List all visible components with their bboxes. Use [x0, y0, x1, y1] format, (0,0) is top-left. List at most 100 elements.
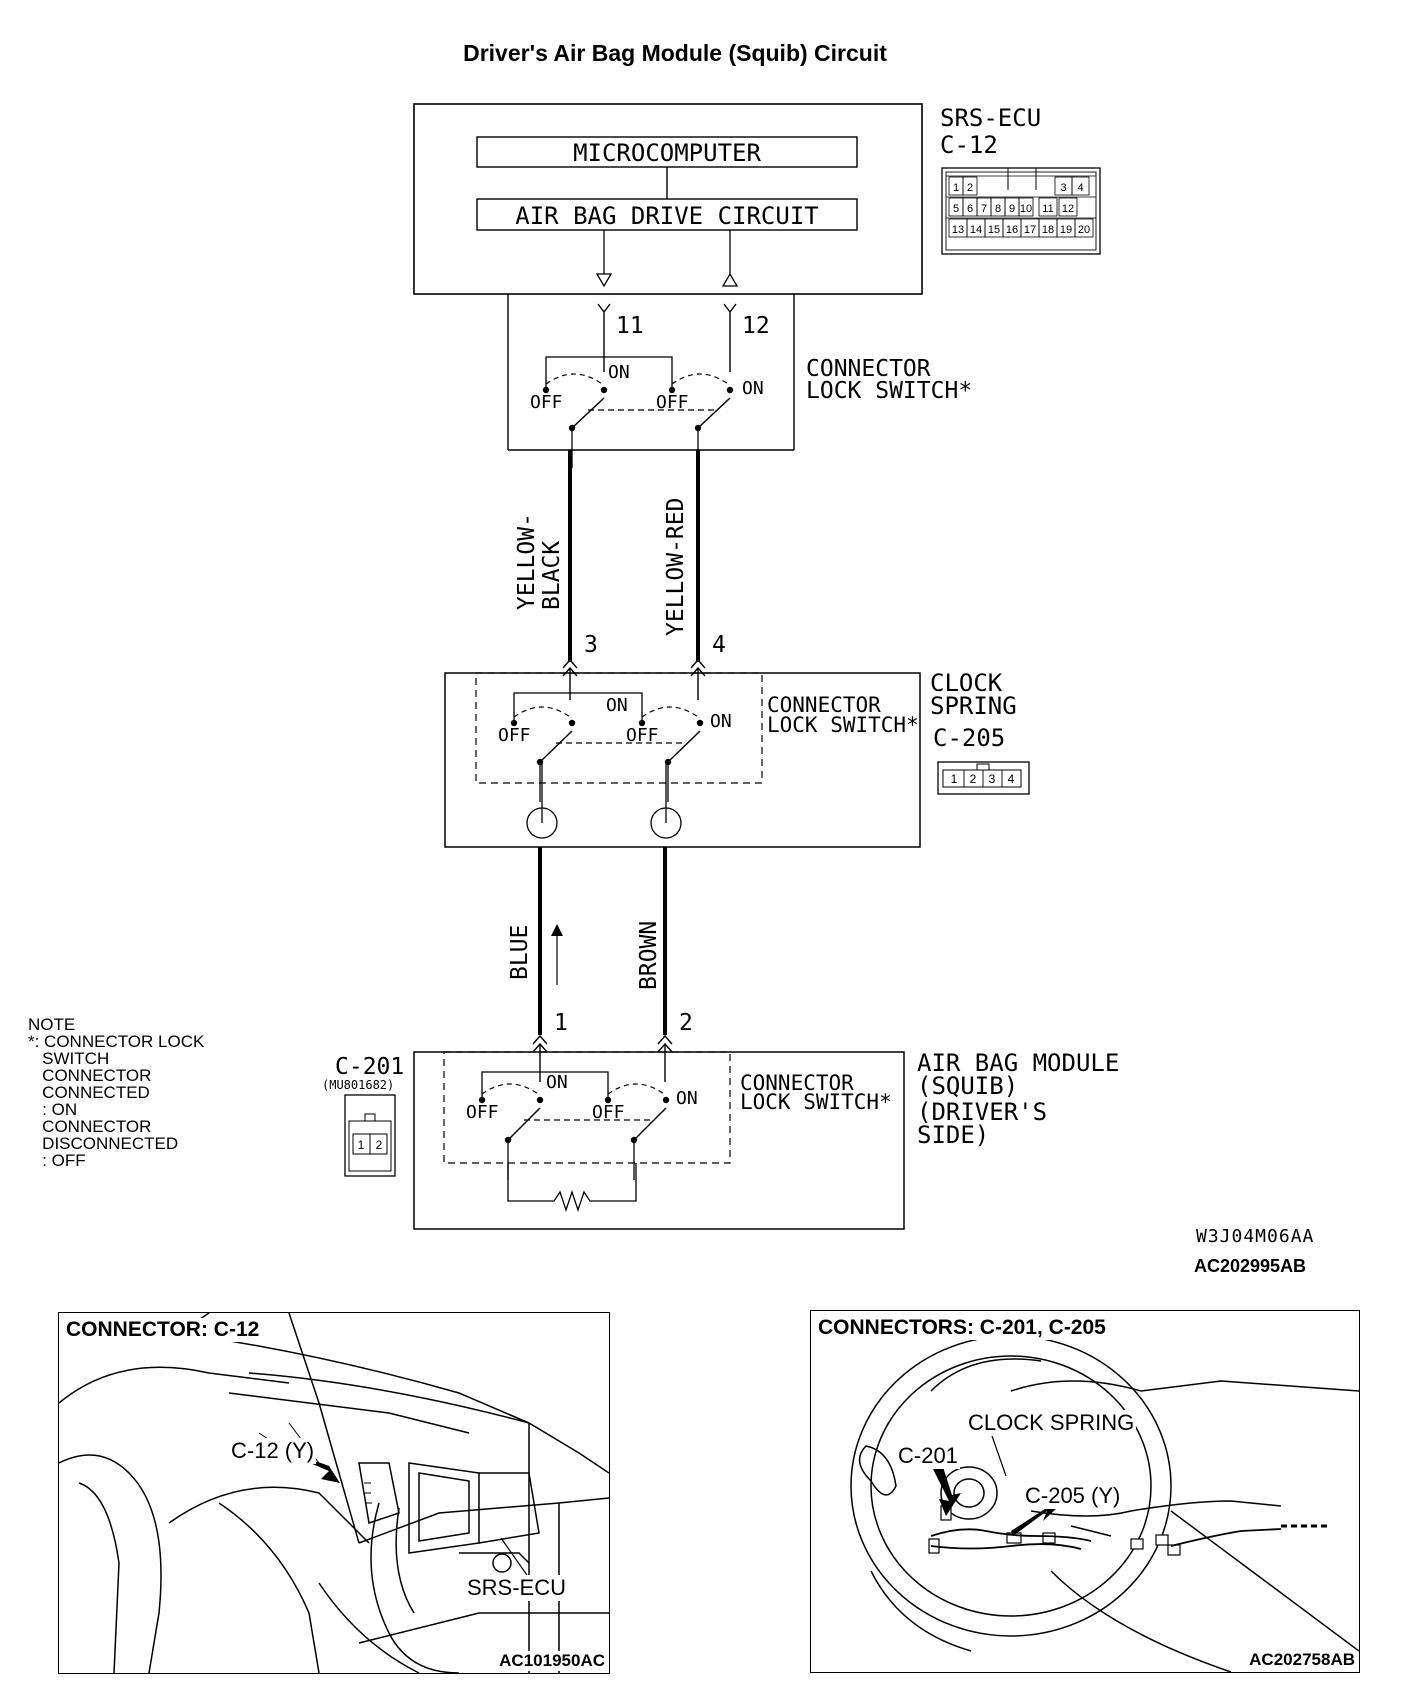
switch-off-label: OFF [530, 392, 563, 413]
clock-spring-label-1: CLOCK [930, 669, 1003, 697]
c12-pin-5: 5 [953, 203, 959, 215]
page-title: Driver's Air Bag Module (Squib) Circuit [463, 40, 887, 66]
c205-pointer-arrow [1011, 1501, 1057, 1536]
c201-pin-2: 2 [376, 1138, 383, 1152]
c12-pin-14: 14 [970, 224, 982, 236]
switch-off-label: OFF [466, 1102, 499, 1123]
dashboard-illustration [59, 1313, 609, 1673]
note-block: NOTE *: CONNECTOR LOCK SWITCH CONNECTOR … [28, 1016, 204, 1169]
air-bag-module-label-3: (DRIVER'S [917, 1098, 1047, 1126]
connectors-c201-c205-panel: CONNECTORS: C-201, C-205 CLOCK SPRING C-… [810, 1310, 1360, 1673]
squib-resistor [507, 1163, 637, 1213]
wire-blue-label: BLUE [507, 925, 533, 980]
note-line: DISCONNECTED [28, 1134, 179, 1153]
drive-circuit-label: AIR BAG DRIVE CIRCUIT [515, 202, 818, 230]
switch-on-label: ON [606, 695, 628, 716]
wire-yellow-black-label-2: BLACK [539, 541, 565, 610]
figure-code: AC202995AB [1194, 1256, 1307, 1276]
air-bag-lock-switch-outline [443, 1051, 731, 1164]
terminal-number: 4 [712, 632, 726, 658]
c201-callout: C-201 [896, 1443, 960, 1469]
mid-lock-switch-label-1: CONNECTOR [767, 693, 881, 717]
c12-pin-16: 16 [1006, 224, 1018, 236]
c201-connector-pinout: 1 2 [344, 1094, 396, 1177]
c12-callout: C-12 (Y) [229, 1438, 317, 1464]
terminal-number: 2 [679, 1010, 693, 1036]
note-line: CONNECTED [28, 1083, 150, 1102]
c12-pin-1: 1 [953, 182, 959, 194]
clock-spring-lock-switch-outline [475, 672, 763, 784]
panel-left-code: AC101950AC [497, 1651, 607, 1671]
wire-yellow-red-label: YELLOW-RED [663, 498, 689, 636]
air-bag-lock-switch: OFF ON OFF ON [466, 1071, 698, 1180]
note-line: CONNECTOR [28, 1066, 152, 1085]
c201-part-number: (MU801682) [322, 1078, 394, 1092]
circuit-schematic: MICROCOMPUTER AIR BAG DRIVE CIRCUIT SRS-… [322, 103, 1119, 1230]
c12-pin-15: 15 [988, 224, 1000, 236]
c12-pin-13: 13 [952, 224, 964, 236]
c205-callout: C-205 (Y) [1023, 1483, 1123, 1509]
drive-circuit-box [476, 198, 858, 231]
low-lock-switch-label-2: LOCK SWITCH* [740, 1090, 892, 1114]
c12-pin-20: 20 [1078, 224, 1090, 236]
output-triangle-down [595, 273, 613, 288]
c12-pin-18: 18 [1042, 224, 1054, 236]
srs-ecu-connector-label: C-12 [940, 131, 998, 159]
c205-pin-4: 4 [1008, 772, 1015, 786]
air-bag-module-label-2: (SQUIB) [917, 1072, 1018, 1100]
note-line: SWITCH [28, 1049, 110, 1068]
wire-yellow-black-label-1: YELLOW- [514, 513, 540, 610]
c12-pin-8: 8 [995, 203, 1001, 215]
clock-spring-connector-label: C-205 [933, 724, 1005, 752]
terminal-number: 1 [554, 1010, 568, 1036]
c201-connector-label: C-201 [335, 1054, 404, 1080]
connector-c12-panel: CONNECTOR: C-12 C-12 (Y) SRS-ECU AC10195… [58, 1312, 610, 1674]
upper-lock-switch-label-1: CONNECTOR [806, 356, 931, 382]
c201-pointer-arrow [933, 1467, 961, 1516]
switch-on-label: ON [742, 378, 764, 399]
c12-pin-9: 9 [1009, 203, 1015, 215]
c201-pin-1: 1 [358, 1138, 365, 1152]
c205-pin-2: 2 [970, 772, 977, 786]
switch-on-label: ON [676, 1088, 698, 1109]
c12-pointer-arrow [291, 1455, 340, 1483]
air-bag-module-label-1: AIR BAG MODULE [917, 1049, 1119, 1077]
switch-off-label: OFF [498, 725, 531, 746]
clock-spring-lock-switch: OFF ON OFF ON [498, 692, 732, 802]
switch-off-label: OFF [592, 1102, 625, 1123]
srs-ecu-label: SRS-ECU [940, 104, 1041, 132]
terminal-number: 12 [742, 313, 770, 339]
c12-pin-6: 6 [967, 203, 973, 215]
c12-pin-11: 11 [1042, 203, 1053, 215]
note-line: : OFF [28, 1151, 86, 1170]
srs-ecu-callout: SRS-ECU [465, 1575, 569, 1601]
c12-pin-17: 17 [1024, 224, 1036, 236]
c12-pin-2: 2 [967, 182, 973, 194]
c12-pin-19: 19 [1060, 224, 1072, 236]
switch-off-label: OFF [656, 392, 689, 413]
input-triangle-up [721, 272, 739, 287]
upper-lock-switch-label-2: LOCK SWITCH* [806, 378, 972, 404]
switch-on-label: ON [546, 1072, 568, 1093]
c12-pin-12: 12 [1062, 203, 1074, 215]
panel-left-title: CONNECTOR: C-12 [64, 1318, 262, 1342]
switch-on-label: ON [710, 711, 732, 732]
srs-ecu-box [413, 103, 923, 295]
terminal-number: 11 [616, 313, 644, 339]
c12-pin-10: 10 [1020, 203, 1032, 215]
c205-pin-3: 3 [989, 772, 996, 786]
note-line: *: CONNECTOR LOCK [28, 1032, 205, 1051]
diagram-code: W3J04M06AA [1196, 1226, 1315, 1247]
c12-pin-7: 7 [981, 203, 987, 215]
air-bag-module-label-4: SIDE) [917, 1121, 989, 1149]
microcomputer-label: MICROCOMPUTER [573, 139, 761, 167]
low-lock-switch-label-1: CONNECTOR [740, 1071, 854, 1095]
note-line: : ON [28, 1100, 78, 1119]
switch-off-label: OFF [626, 725, 659, 746]
note-heading: NOTE [28, 1015, 76, 1034]
c205-pin-1: 1 [951, 772, 958, 786]
terminal-number: 3 [584, 632, 598, 658]
